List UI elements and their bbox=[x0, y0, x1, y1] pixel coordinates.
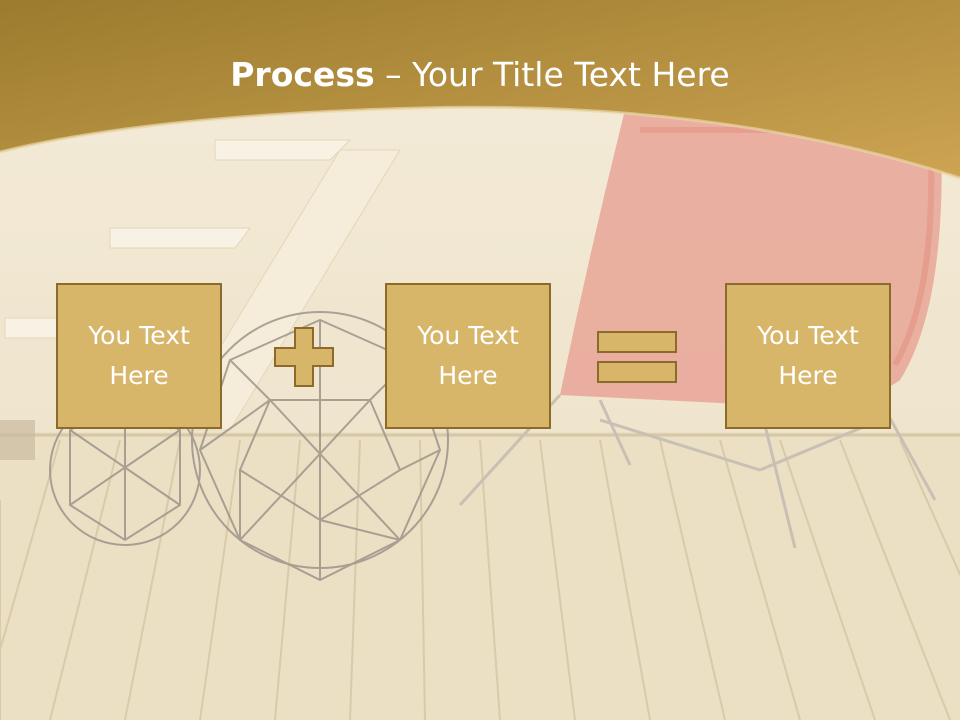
process-box-1[interactable]: You Text Here bbox=[56, 283, 222, 429]
box-2-line-2: Here bbox=[438, 361, 498, 390]
plus-icon bbox=[274, 327, 334, 387]
floor bbox=[0, 432, 960, 720]
process-box-3[interactable]: You Text Here bbox=[725, 283, 891, 429]
equals-icon bbox=[597, 331, 677, 383]
title-bold: Process bbox=[230, 55, 375, 94]
box-3-line-1: You Text bbox=[757, 321, 859, 350]
box-1-line-2: Here bbox=[109, 361, 169, 390]
title-dash: – bbox=[374, 55, 413, 94]
floor-planks bbox=[0, 439, 960, 720]
slide-title: Process – Your Title Text Here bbox=[0, 52, 960, 98]
title-text: Your Title Text Here bbox=[412, 55, 730, 94]
box-2-line-1: You Text bbox=[417, 321, 519, 350]
title-banner bbox=[0, 0, 960, 178]
box-3-line-2: Here bbox=[778, 361, 838, 390]
box-1-line-1: You Text bbox=[88, 321, 190, 350]
process-box-2[interactable]: You Text Here bbox=[385, 283, 551, 429]
